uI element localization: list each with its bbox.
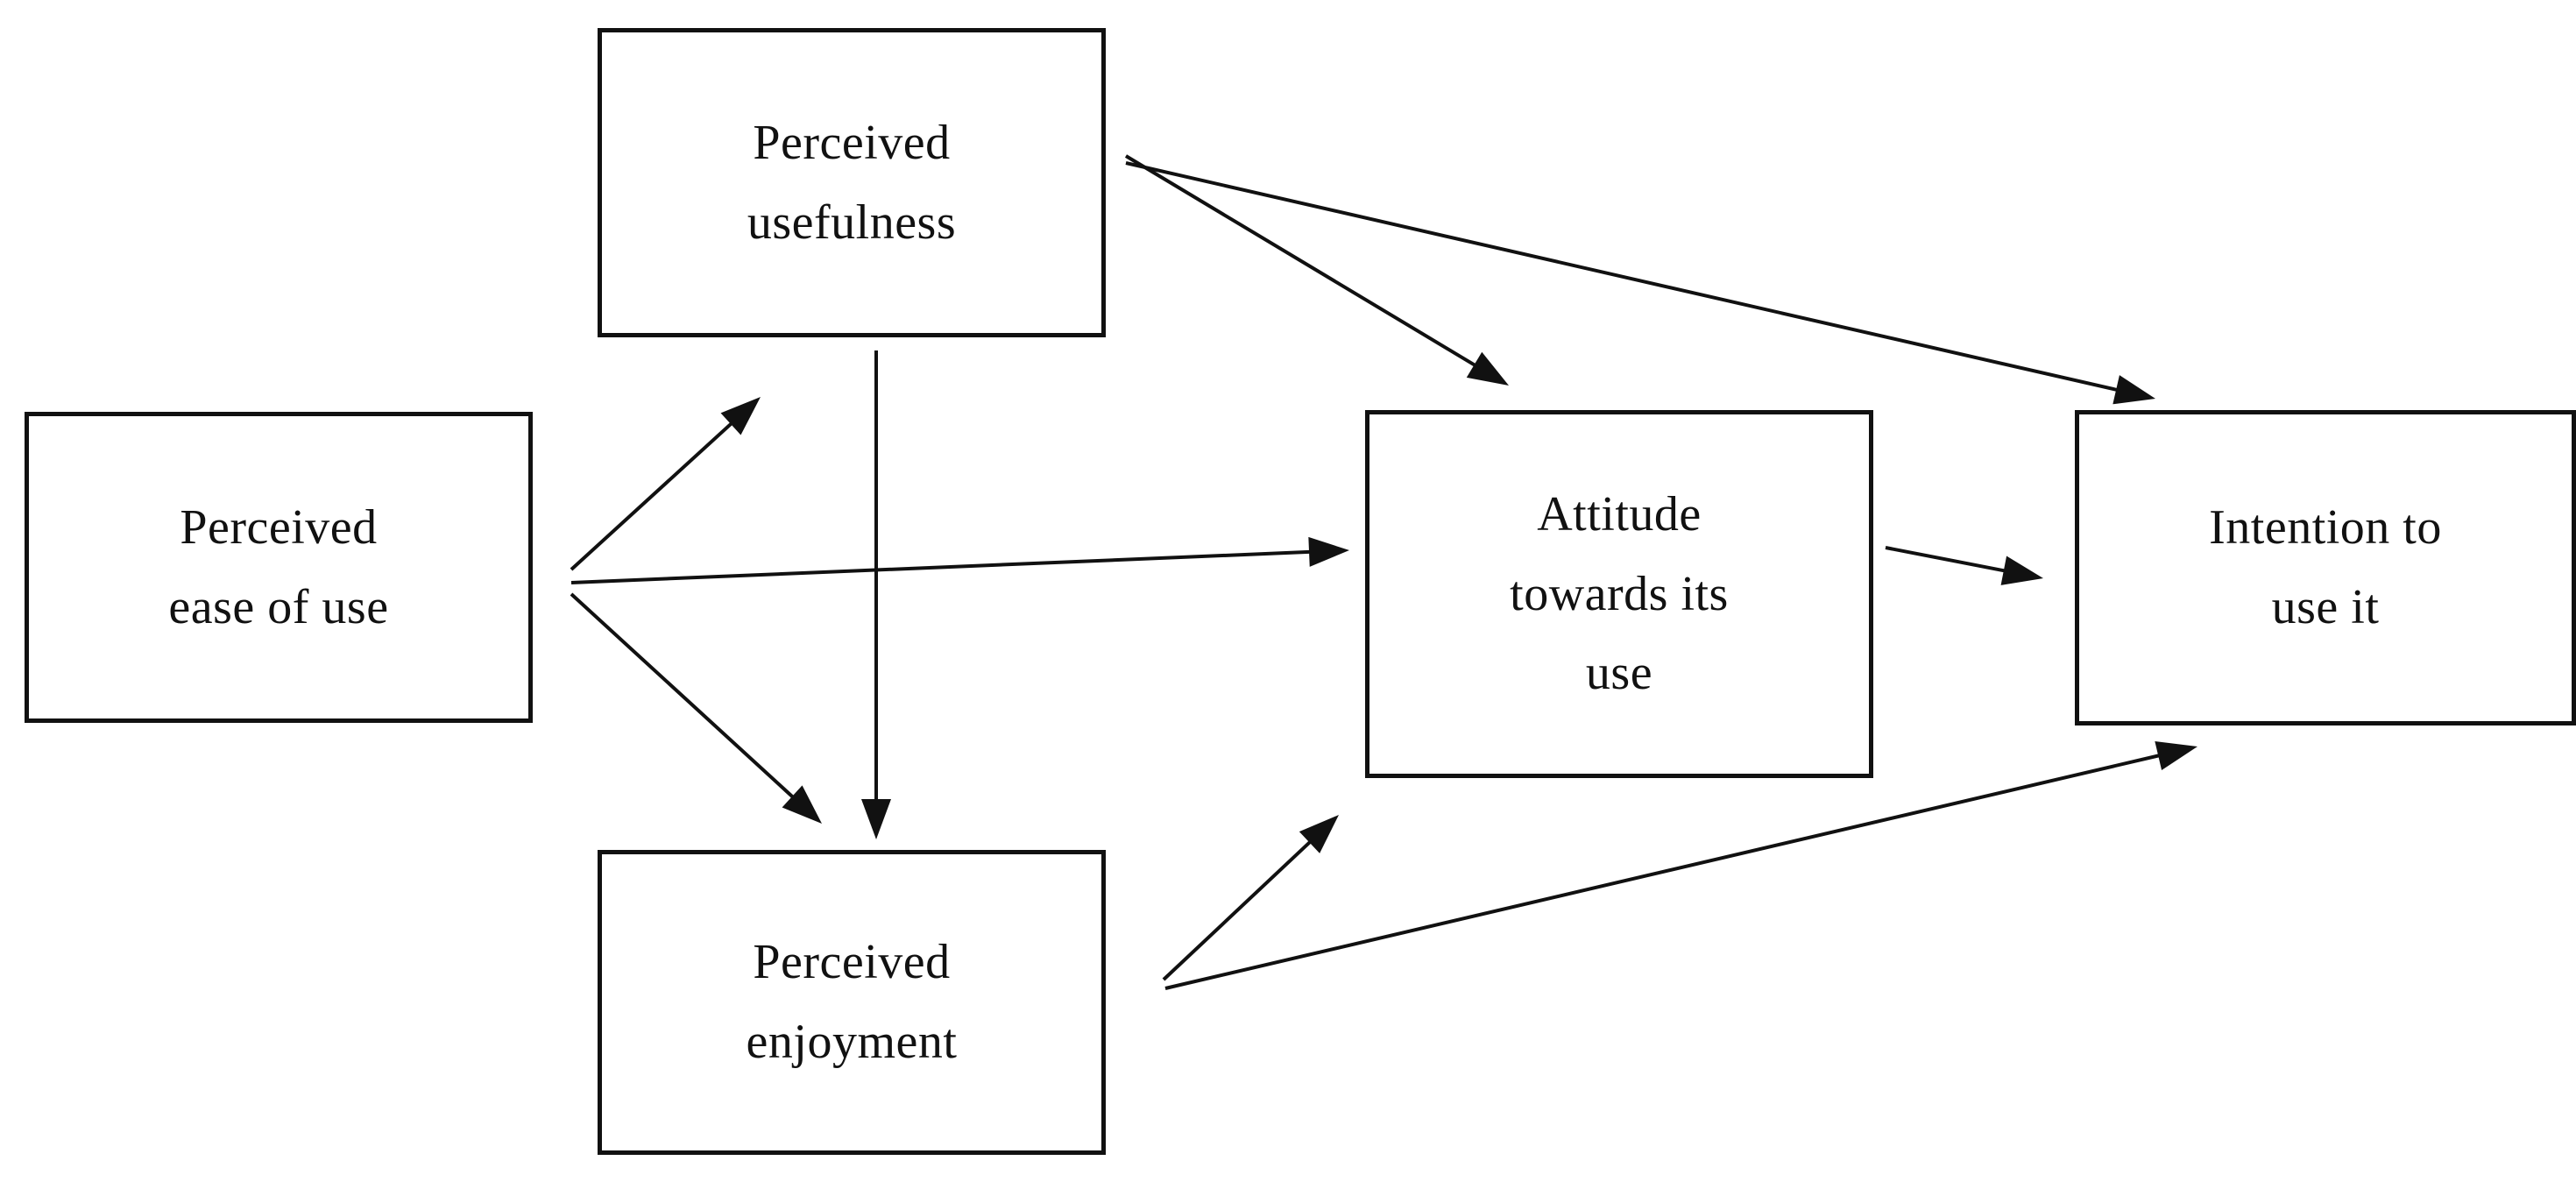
node-perceived-ease-of-use[interactable]: Perceived ease of use	[25, 412, 533, 723]
arrow-head	[861, 799, 891, 839]
node-label-line: use	[1585, 646, 1653, 701]
arrow-shaft	[1164, 753, 2164, 990]
node-label-line: ease of use	[168, 579, 389, 634]
arrow-enjoyment-to-attitude	[1162, 815, 1339, 981]
arrow-head	[2112, 375, 2155, 405]
arrow-attitude-to-intention	[1885, 546, 2043, 585]
arrow-shaft	[1885, 546, 2010, 574]
node-attitude-towards-its-use[interactable]: Attitude towards its use	[1365, 410, 1873, 778]
arrow-shaft	[1162, 837, 1315, 981]
arrow-enjoyment-to-intention	[1164, 740, 2197, 990]
arrow-shaft	[1124, 154, 1480, 370]
node-label-line: use it	[2271, 580, 2380, 634]
arrow-shaft	[570, 549, 1315, 584]
node-label-line: Attitude	[1537, 486, 1702, 541]
arrow-head	[782, 785, 822, 824]
arrow-head	[1308, 536, 1349, 567]
node-label-line: Perceived	[753, 115, 951, 170]
node-label-line: Perceived	[180, 499, 378, 555]
arrow-shaft	[1125, 161, 2122, 393]
node-label-line: enjoyment	[746, 1015, 958, 1069]
arrow-head	[2155, 740, 2197, 771]
arrow-ease-to-enjoyment	[570, 592, 822, 824]
arrow-shaft	[570, 419, 736, 571]
arrow-shaft	[570, 592, 797, 802]
arrow-head	[1466, 351, 1509, 386]
node-intention-to-use-it[interactable]: Intention to use it	[2075, 410, 2576, 725]
node-label-line: towards its	[1510, 566, 1729, 621]
node-label-line: Intention to	[2209, 500, 2442, 556]
node-label-line: usefulness	[747, 195, 957, 250]
arrow-usefulness-to-intention	[1125, 161, 2155, 405]
arrow-usefulness-to-attitude	[1124, 154, 1509, 386]
arrow-usefulness-to-enjoyment	[861, 350, 891, 839]
node-perceived-usefulness[interactable]: Perceived usefulness	[598, 28, 1106, 337]
arrow-head	[1299, 815, 1339, 853]
arrow-ease-to-attitude	[570, 536, 1349, 584]
node-perceived-enjoyment[interactable]: Perceived enjoyment	[598, 850, 1106, 1155]
arrow-ease-to-usefulness	[570, 397, 761, 571]
node-label-line: Perceived	[753, 935, 951, 990]
arrow-head	[720, 397, 761, 435]
arrow-head	[2000, 556, 2043, 585]
